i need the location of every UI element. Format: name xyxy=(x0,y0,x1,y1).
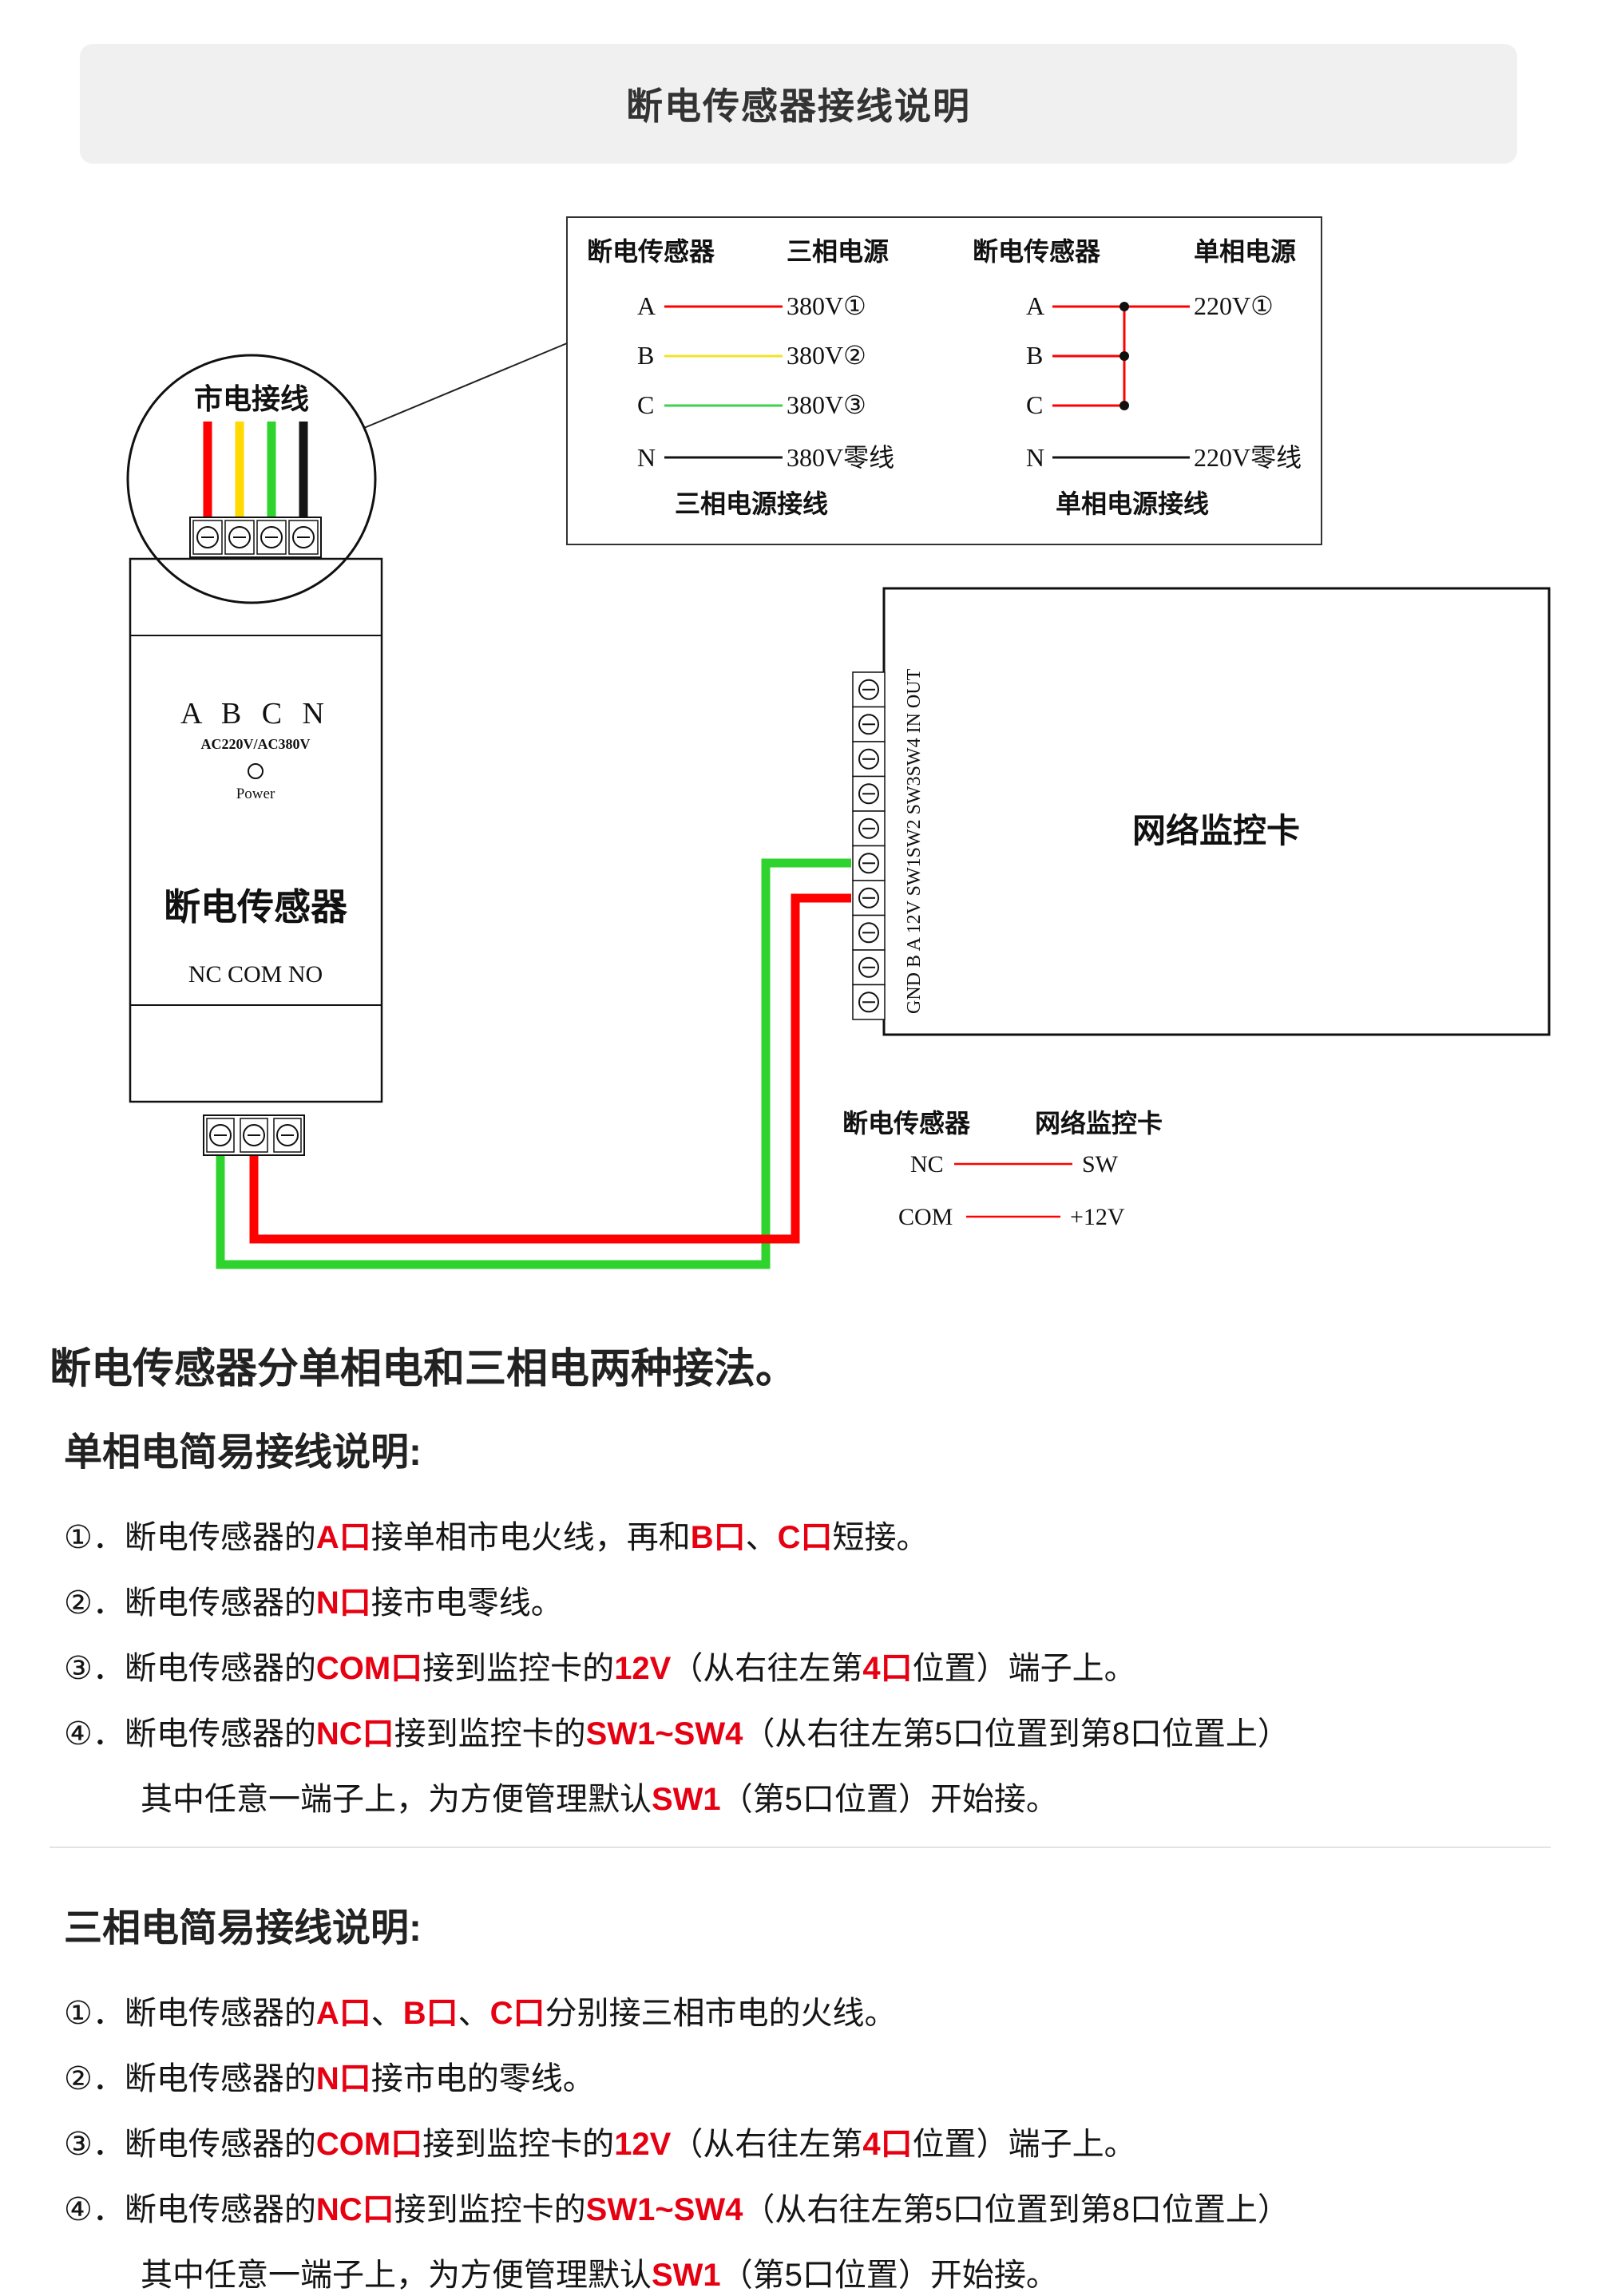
card-terminal-strip xyxy=(852,671,886,1020)
instruction-line: ①．断电传感器的A口、B口、C口分别接三相市电的火线。 xyxy=(64,1996,897,2031)
sensor-power-label: Power xyxy=(236,786,275,802)
junction-dot xyxy=(1119,401,1129,410)
mapping-table: 断电传感器 网络监控卡 NC SW COM +12V xyxy=(842,1109,1163,1230)
instruction-line: ④．断电传感器的NC口接到监控卡的SW1~SW4（从右往左第5口位置到第8口位置… xyxy=(64,2192,1290,2227)
mapping-nc: NC xyxy=(910,1151,944,1178)
highlighted-term: C口 xyxy=(489,1996,545,2031)
callout-line xyxy=(363,342,568,429)
card-name: 网络监控卡 xyxy=(1132,812,1300,850)
signal-wire-red xyxy=(249,893,851,1244)
power-led-icon xyxy=(248,763,264,779)
instruction-line: ③．断电传感器的COM口接到监控卡的12V（从右往左第4口位置）端子上。 xyxy=(64,2127,1136,2162)
sensor-input-terminal-block xyxy=(189,517,322,558)
mains-wires xyxy=(203,422,308,527)
highlighted-term: NC口 xyxy=(315,1716,394,1752)
pin-label: B xyxy=(637,341,654,370)
highlighted-term: A口 xyxy=(315,1996,371,2031)
highlighted-term: SW1 xyxy=(652,1782,721,1817)
junction-dot xyxy=(1119,351,1129,361)
section-heading: 三相电简易接线说明: xyxy=(64,1907,422,1950)
sensor-pins-label: A B C N xyxy=(180,697,331,730)
value-label: 380V③ xyxy=(787,390,866,419)
page-title: 断电传感器接线说明 xyxy=(626,85,971,127)
instruction-line: ①．断电传感器的A口接单相市电火线，再和B口、C口短接。 xyxy=(64,1520,929,1555)
instructions: 断电传感器分单相电和三相电两种接法。 单相电简易接线说明: ①．断电传感器的A口接… xyxy=(50,1335,1551,2296)
instruction-line: ③．断电传感器的COM口接到监控卡的12V（从右往左第4口位置）端子上。 xyxy=(64,1651,1136,1686)
mapping-com: COM xyxy=(898,1204,953,1230)
value-label: 220V零线 xyxy=(1194,443,1302,472)
wiring-reference-box: 断电传感器 三相电源 A B C N 380V① 380V② 380V③ 380… xyxy=(566,216,1322,545)
junction-dot xyxy=(1119,302,1129,311)
single-phase-device-col: 断电传感器 xyxy=(973,237,1101,266)
instruction-section: 三相电简易接线说明: ①．断电传感器的A口、B口、C口分别接三相市电的火线。 ②．断… xyxy=(50,1847,1551,2294)
instruction-line: ④．断电传感器的NC口接到监控卡的SW1~SW4（从右往左第5口位置到第8口位置… xyxy=(64,1716,1290,1752)
three-phase-device-col: 断电传感器 xyxy=(587,237,715,266)
instruction-line: ②．断电传感器的N口接市电零线。 xyxy=(64,1585,563,1621)
wiring-diagram: 断电传感器 三相电源 A B C N 380V① 380V② 380V③ 380… xyxy=(126,216,1551,1269)
highlighted-term: B口 xyxy=(690,1520,746,1555)
instruction-line: 其中任意一端子上，为方便管理默认SW1（第5口位置）开始接。 xyxy=(141,1782,1058,1817)
highlighted-term: B口 xyxy=(402,1996,458,2031)
highlighted-term: C口 xyxy=(777,1520,833,1555)
value-label: 220V① xyxy=(1194,291,1274,320)
instruction-section: 单相电简易接线说明: ①．断电传感器的A口接单相市电火线，再和B口、C口短接。 ②．… xyxy=(50,1420,1551,1818)
intro-text: 断电传感器分单相电和三相电两种接法。 xyxy=(50,1346,798,1392)
signal-wire-green xyxy=(216,858,851,1269)
value-label: 380V零线 xyxy=(787,443,894,472)
highlighted-term: 4口 xyxy=(862,1651,913,1686)
mains-callout-circle xyxy=(126,354,377,604)
mapping-device-col: 断电传感器 xyxy=(842,1109,971,1138)
sensor-relay-terminal-block xyxy=(203,1114,305,1156)
highlighted-term: SW1 xyxy=(652,2258,721,2293)
highlighted-term: 12V xyxy=(614,2127,672,2162)
network-monitoring-card: 网络监控卡 GND B A 12V SW1SW2 SW3SW4 IN OUT xyxy=(882,587,1551,1036)
pin-label: N xyxy=(1026,443,1044,472)
highlighted-term: A口 xyxy=(315,1520,371,1555)
highlighted-term: SW1~SW4 xyxy=(585,2192,743,2227)
pin-label: C xyxy=(637,390,654,419)
single-phase-caption: 单相电源接线 xyxy=(1056,489,1209,518)
mapping-sw: SW xyxy=(1082,1151,1119,1178)
highlighted-term: COM口 xyxy=(315,1651,423,1686)
pin-label: A xyxy=(637,291,656,320)
highlighted-term: COM口 xyxy=(315,2127,423,2162)
mapping-card-col: 网络监控卡 xyxy=(1035,1109,1163,1138)
highlighted-term: N口 xyxy=(315,1585,371,1621)
pin-label: A xyxy=(1026,291,1044,320)
highlighted-term: NC口 xyxy=(315,2192,394,2227)
value-label: 380V① xyxy=(787,291,866,320)
instruction-line: ②．断电传感器的N口接市电的零线。 xyxy=(64,2061,595,2096)
instruction-line: 其中任意一端子上，为方便管理默认SW1（第5口位置）开始接。 xyxy=(141,2258,1058,2293)
highlighted-term: 12V xyxy=(614,1651,672,1686)
three-phase-caption: 三相电源接线 xyxy=(675,489,828,518)
sensor-name: 断电传感器 xyxy=(164,887,348,928)
mapping-plus12v: +12V xyxy=(1070,1204,1125,1230)
sensor-relay-labels: NC COM NO xyxy=(188,961,323,988)
value-label: 380V② xyxy=(787,341,866,370)
highlighted-term: 4口 xyxy=(862,2127,913,2162)
pin-label: N xyxy=(637,443,656,472)
card-port-labels: GND B A 12V SW1SW2 SW3SW4 IN OUT xyxy=(904,668,925,1014)
sensor-voltage-label: AC220V/AC380V xyxy=(201,736,311,752)
pin-label: B xyxy=(1026,341,1043,370)
three-phase-source-col: 三相电源 xyxy=(787,237,889,266)
instruction-sections: 单相电简易接线说明: ①．断电传感器的A口接单相市电火线，再和B口、C口短接。 ②．… xyxy=(50,1420,1551,2294)
power-off-sensor-device: A B C N AC220V/AC380V Power 断电传感器 NC COM… xyxy=(129,557,383,1103)
section-heading: 单相电简易接线说明: xyxy=(64,1431,422,1474)
single-phase-source-col: 单相电源 xyxy=(1194,237,1296,266)
page-header: 断电传感器接线说明 xyxy=(80,44,1517,164)
highlighted-term: N口 xyxy=(315,2061,371,2096)
highlighted-term: SW1~SW4 xyxy=(585,1716,743,1752)
pin-label: C xyxy=(1026,390,1043,419)
mains-label: 市电接线 xyxy=(194,383,309,415)
